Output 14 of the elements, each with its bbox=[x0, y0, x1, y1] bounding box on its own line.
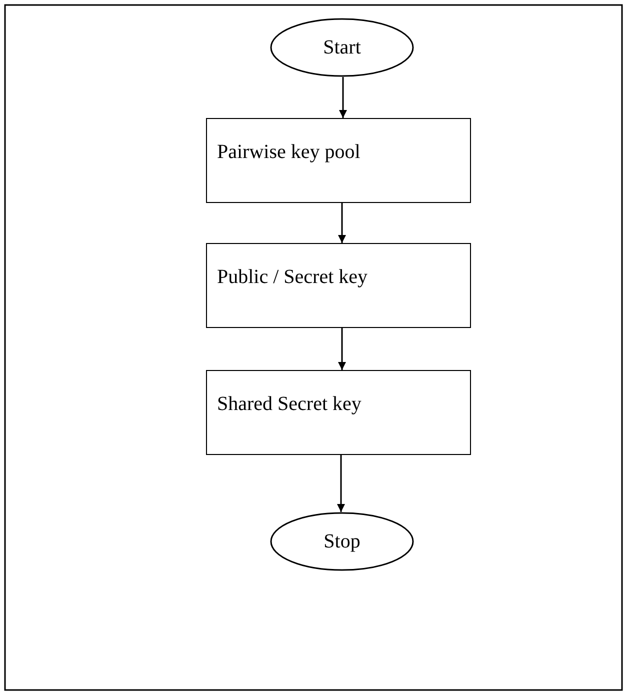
node-label: Start bbox=[323, 36, 361, 59]
arrow bbox=[338, 203, 346, 243]
process-box bbox=[206, 118, 471, 203]
terminal-ellipse bbox=[270, 18, 414, 77]
node-label: Pairwise key pool bbox=[217, 141, 360, 164]
terminal-ellipse bbox=[270, 512, 414, 571]
node-label: Shared Secret key bbox=[217, 393, 362, 416]
process-box bbox=[206, 370, 471, 455]
arrow bbox=[337, 455, 345, 512]
arrow bbox=[338, 328, 346, 370]
process-box bbox=[206, 243, 471, 328]
node-label: Public / Secret key bbox=[217, 266, 368, 289]
node-label: Stop bbox=[324, 530, 360, 553]
arrow bbox=[339, 77, 347, 118]
